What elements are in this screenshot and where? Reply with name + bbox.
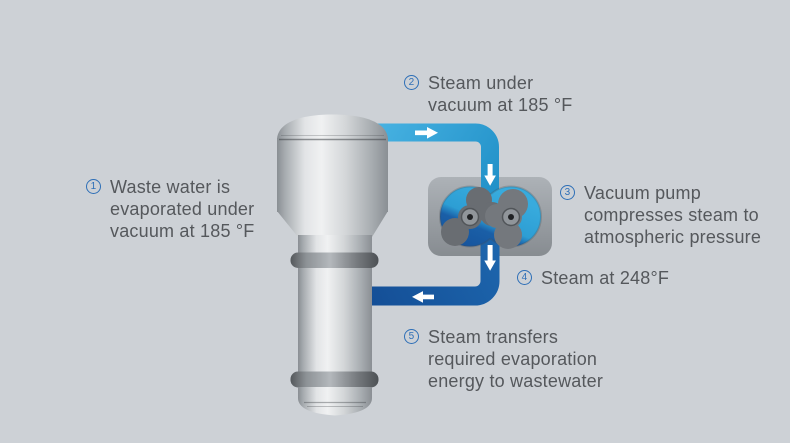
vessel-upper-body: [277, 138, 388, 212]
step-text-1: Waste water is evaporated under vacuum a…: [110, 177, 255, 241]
step-label-steam-under-vacuum: 2 Steam under vacuum at 185 °F: [404, 72, 572, 116]
evaporator-vessel: [277, 114, 388, 416]
vacuum-pump-chamber: [439, 185, 542, 249]
vessel-flange-lower: [290, 371, 379, 388]
flow-arrow-right-icon: [415, 127, 438, 139]
vacuum-steam-pipe: [356, 123, 499, 215]
step-text-4: Steam at 248°F: [541, 268, 670, 288]
step-number-badge-5: 5: [404, 329, 419, 344]
step-label-vacuum-pump-compresses: 3 Vacuum pump compresses steam to atmosp…: [560, 182, 761, 248]
compressed-steam-pipe: [360, 212, 500, 306]
vessel-taper: [277, 211, 388, 237]
flow-arrow-down-out-of-pump-icon: [484, 245, 496, 271]
step-number-badge-4: 4: [517, 270, 532, 285]
step-number-badge-1: 1: [86, 179, 101, 194]
step-text-2: Steam under vacuum at 185 °F: [428, 73, 573, 115]
pump-rotor-hubs: [460, 207, 521, 227]
flow-arrow-left-icon: [412, 291, 434, 303]
step-label-steam-transfers-energy: 5 Steam transfers required evaporation e…: [404, 326, 603, 392]
step-label-steam-at-248: 4 Steam at 248°F: [517, 267, 669, 289]
flow-arrows: [412, 127, 496, 303]
step-number-badge-2: 2: [404, 75, 419, 90]
flow-arrow-down-into-pump-icon: [484, 164, 496, 186]
step-number-badge-3: 3: [560, 185, 575, 200]
step-text-5: Steam transfers required evaporation ene…: [428, 327, 604, 391]
step-text-3: Vacuum pump compresses steam to atmosphe…: [584, 183, 762, 247]
vessel-flange-upper: [290, 252, 379, 268]
vessel-bottom-cap: [298, 387, 372, 416]
vessel-dome-top: [277, 114, 388, 140]
step-label-waste-water-evaporated: 1 Waste water is evaporated under vacuum…: [86, 176, 254, 242]
